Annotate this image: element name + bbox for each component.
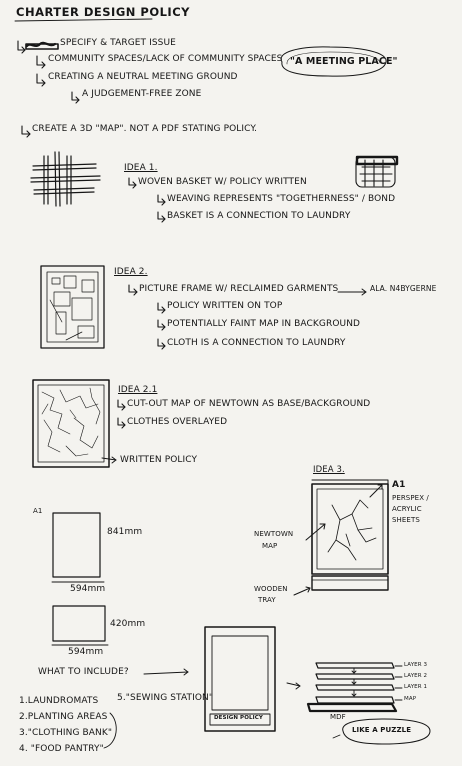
- idea1-heading: IDEA 1.: [124, 163, 158, 173]
- include-item-3: 3."CLOTHING BANK": [19, 728, 113, 738]
- idea2-line-policy: POLICY WRITTEN ON TOP: [167, 301, 283, 311]
- size-a1-tag: A1: [33, 507, 43, 515]
- puzzle-bubble: LIKE A PUZZLE: [352, 726, 412, 734]
- idea21-line-clothes: CLOTHES OVERLAYED: [127, 417, 228, 427]
- idea2-line-cloth: CLOTH IS A CONNECTION TO LAUNDRY: [167, 338, 346, 348]
- create-map-line: CREATE A 3D "MAP". NOT A PDF STATING POL…: [32, 124, 258, 134]
- idea3-a1-label: A1: [392, 480, 406, 490]
- intro-line-specify: SPECIFY & TARGET ISSUE: [60, 38, 176, 48]
- idea3-tray-1: WOODEN: [254, 585, 288, 593]
- poster-design-policy-label: DESIGN POLICY: [214, 715, 263, 721]
- layer-2-label: LAYER 2: [404, 673, 428, 679]
- idea3-perspex-2: ACRYLIC: [392, 505, 422, 513]
- idea21-heading: IDEA 2.1: [118, 385, 158, 395]
- idea21-line-cutout: CUT-OUT MAP OF NEWTOWN AS BASE/BACKGROUN…: [127, 399, 371, 409]
- mdf-label: MDF: [330, 713, 346, 721]
- idea3-newtown-2: MAP: [262, 542, 278, 550]
- include-item-5: 5."SEWING STATION": [117, 693, 214, 703]
- idea2-line-faint-map: POTENTIALLY FAINT MAP IN BACKGROUND: [167, 319, 361, 329]
- idea1-line-weaving: WEAVING REPRESENTS "TOGETHERNESS" / BOND: [167, 194, 396, 204]
- idea3-tray-2: TRAY: [258, 596, 276, 604]
- page-title: CHARTER DESIGN POLICY: [16, 5, 190, 19]
- map-layer-label: MAP: [404, 696, 417, 702]
- size-a2-height: 420mm: [110, 619, 146, 629]
- idea3-perspex-3: SHEETS: [392, 516, 420, 524]
- intro-line-community: COMMUNITY SPACES/LACK OF COMMUNITY SPACE…: [48, 54, 283, 64]
- idea1-line-basket: WOVEN BASKET W/ POLICY WRITTEN: [138, 177, 307, 187]
- size-a1-width: 594mm: [70, 584, 106, 594]
- include-heading: WHAT TO INCLUDE?: [38, 667, 129, 677]
- intro-line-judgement: A JUDGEMENT-FREE ZONE: [82, 89, 202, 99]
- layer-1-label: LAYER 1: [404, 684, 428, 690]
- idea2-note: ALA. N4BYGERNE: [370, 284, 437, 293]
- layer-3-label: LAYER 3: [404, 662, 428, 668]
- idea3-newtown-1: NEWTOWN: [254, 530, 294, 538]
- idea21-written-policy: WRITTEN POLICY: [120, 455, 198, 465]
- intro-line-neutral: CREATING A NEUTRAL MEETING GROUND: [48, 72, 238, 82]
- include-item-2: 2.PLANTING AREAS: [19, 712, 108, 722]
- include-item-1: 1.LAUNDROMATS: [19, 696, 99, 706]
- idea2-line-frame: PICTURE FRAME W/ RECLAIMED GARMENTS: [139, 284, 339, 294]
- idea3-perspex-1: PERSPEX /: [392, 494, 429, 502]
- idea2-heading: IDEA 2.: [114, 267, 148, 277]
- size-a1-height: 841mm: [107, 527, 143, 537]
- include-item-4: 4. "FOOD PANTRY": [19, 744, 104, 754]
- idea1-line-laundry: BASKET IS A CONNECTION TO LAUNDRY: [167, 211, 351, 221]
- size-a2-width: 594mm: [68, 647, 104, 657]
- meeting-place-bubble: "A MEETING PLACE": [290, 56, 398, 67]
- idea3-heading: IDEA 3.: [313, 465, 345, 475]
